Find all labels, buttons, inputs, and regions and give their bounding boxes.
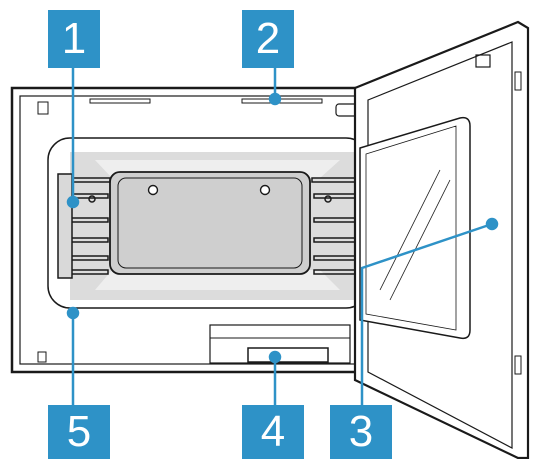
- screw-right: [259, 184, 271, 196]
- leader-dot-1: [66, 195, 80, 209]
- door-latch-top: [475, 54, 491, 68]
- glass-reflection-1: [379, 169, 441, 291]
- callout-4: 4: [242, 405, 304, 459]
- back-plate: [109, 171, 311, 275]
- control-panel: [247, 347, 329, 363]
- top-vent-left: [89, 98, 151, 104]
- top-left-lock: [37, 101, 49, 115]
- top-vent-right: [241, 98, 323, 104]
- door-window-inner: [365, 125, 457, 331]
- door-edge-bottom: [514, 355, 522, 375]
- callout-2: 2: [242, 10, 294, 68]
- leader-dot-3: [485, 217, 499, 231]
- cavity-floor: [95, 270, 340, 290]
- bottom-left-lock: [37, 351, 47, 363]
- right-shelf-support: [311, 177, 360, 275]
- glass-reflection-2: [389, 179, 451, 301]
- leader-dot-4: [268, 350, 282, 364]
- leader-dot-5: [66, 306, 80, 320]
- leader-lines: [66, 68, 499, 405]
- door-edge-top: [514, 71, 522, 91]
- leader-dot-2: [268, 92, 282, 106]
- callout-5: 5: [48, 405, 110, 459]
- callout-1: 1: [48, 10, 100, 68]
- screw-left: [147, 184, 159, 196]
- leader-3: [360, 222, 493, 405]
- back-plate-inner: [117, 177, 303, 269]
- callout-3: 3: [330, 405, 392, 459]
- door-window: [359, 116, 471, 340]
